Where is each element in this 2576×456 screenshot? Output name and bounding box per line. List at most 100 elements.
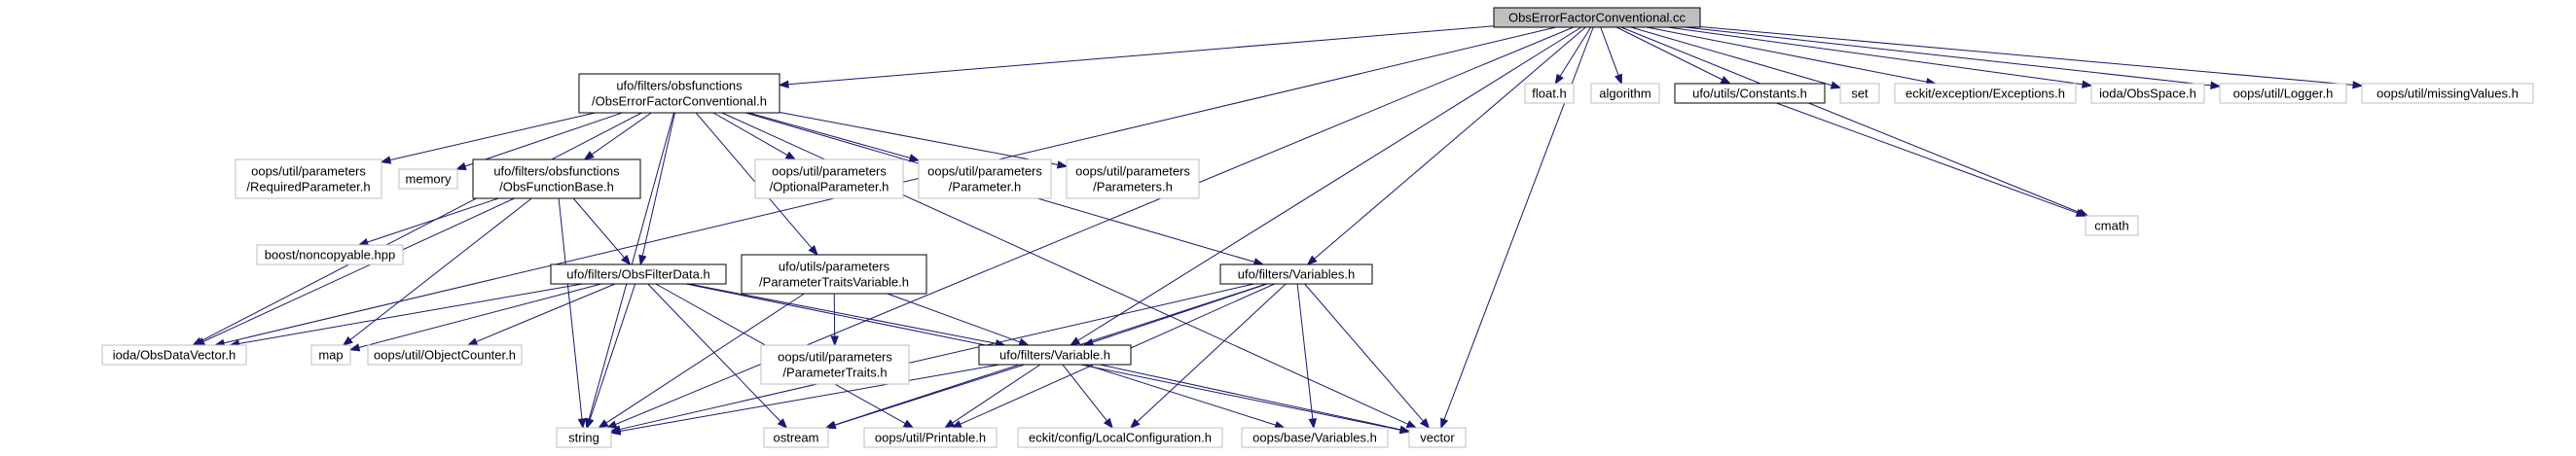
node-logger: oops/util/Logger.h xyxy=(2219,83,2347,104)
node-label: /OptionalParameter.h xyxy=(770,180,889,194)
node-variable[interactable]: ufo/filters/Variable.h xyxy=(978,344,1132,366)
node-box-basevars xyxy=(1241,427,1389,448)
node-box-ostream xyxy=(763,427,829,448)
node-label: oops/util/Printable.h xyxy=(875,431,986,445)
arrowhead-ofc_h-to-filterdata xyxy=(638,254,647,266)
node-noncopy: boost/noncopyable.hpp xyxy=(256,244,404,265)
node-params: oops/util/parameters/Parameters.h xyxy=(1066,158,1200,199)
arrowhead-root-to-algorithm xyxy=(1615,73,1622,86)
node-box-param xyxy=(918,158,1052,199)
node-label: map xyxy=(318,348,343,363)
node-label: oops/util/ObjectCounter.h xyxy=(374,348,516,363)
edge-filterdata-to-objcounter xyxy=(476,283,616,342)
node-box-string xyxy=(556,427,612,448)
node-funcbase[interactable]: ufo/filters/obsfunctions/ObsFunctionBase… xyxy=(472,158,641,199)
arrowhead-funcbase-to-string xyxy=(577,418,587,430)
arrowhead-root-to-missing xyxy=(2352,81,2364,89)
node-box-filterdata xyxy=(550,263,727,285)
node-vector: vector xyxy=(1408,427,1467,448)
node-label: boost/noncopyable.hpp xyxy=(265,248,395,263)
edge-variables-to-localconf xyxy=(1137,283,1287,423)
edge-root-to-variables xyxy=(1314,26,1586,260)
node-label: /ObsErrorFactorConventional.h xyxy=(592,94,767,109)
arrowhead-filterdata-to-string xyxy=(586,417,595,430)
node-label: oops/base/Variables.h xyxy=(1252,431,1377,445)
edge-root-to-set xyxy=(1630,26,1832,87)
edge-variable-to-vector xyxy=(1100,364,1401,431)
node-label: ufo/filters/obsfunctions xyxy=(493,164,620,179)
node-filterdata[interactable]: ufo/filters/ObsFilterData.h xyxy=(550,263,727,285)
node-box-map xyxy=(310,344,351,366)
arrowhead-variable-to-ostream xyxy=(824,421,837,430)
arrowhead-root-to-variable xyxy=(1069,336,1081,346)
arrowhead-ptv-to-string xyxy=(598,419,609,429)
edge-root-to-variable xyxy=(1077,26,1582,341)
node-param: oops/util/parameters/Parameter.h xyxy=(918,158,1052,199)
node-box-ofc_h xyxy=(578,73,780,114)
node-label: /ParameterTraitsVariable.h xyxy=(759,275,909,290)
arrowhead-ptv-to-variable xyxy=(1018,337,1030,346)
node-string: string xyxy=(556,427,612,448)
edge-root-to-ofc_h xyxy=(787,25,1495,86)
edge-constants-to-cmath xyxy=(1776,102,2078,214)
edge-root-to-missing xyxy=(1699,25,2354,86)
node-constants[interactable]: ufo/utils/Constants.h xyxy=(1674,83,1826,104)
node-box-logger xyxy=(2219,83,2347,104)
arrowhead-root-to-vector xyxy=(1440,417,1449,430)
node-label: set xyxy=(1851,87,1869,101)
node-label: /ObsFunctionBase.h xyxy=(499,180,614,194)
arrowhead-root-to-ofc_h xyxy=(778,80,789,88)
node-label: ufo/utils/parameters xyxy=(779,260,890,274)
arrowhead-ofc_h-to-vector xyxy=(1405,420,1418,429)
node-label: ufo/filters/ObsFilterData.h xyxy=(566,267,709,282)
arrowhead-ofc_h-to-params xyxy=(1056,160,1069,169)
node-ofc_h[interactable]: ufo/filters/obsfunctions/ObsErrorFactorC… xyxy=(578,73,780,114)
edge-root-to-floath xyxy=(1559,26,1592,77)
node-variables[interactable]: ufo/filters/Variables.h xyxy=(1219,263,1373,285)
node-label: memory xyxy=(406,172,452,187)
edge-root-to-exceptions xyxy=(1647,26,1928,83)
arrowhead-funcbase-to-noncopy xyxy=(357,237,370,246)
node-label: string xyxy=(568,431,599,445)
edge-ofc_h-to-filterdata xyxy=(641,112,675,257)
node-ostream: ostream xyxy=(763,427,829,448)
arrowhead-ofc_h-to-funcbase xyxy=(583,151,595,160)
edge-root-to-constants xyxy=(1615,26,1723,81)
node-root[interactable]: ObsErrorFactorConventional.cc xyxy=(1493,7,1701,28)
arrowhead-variable-to-printable xyxy=(943,419,956,429)
node-label: /Parameters.h xyxy=(1093,180,1173,194)
node-label: eckit/exception/Exceptions.h xyxy=(1905,87,2065,101)
arrowhead-ptv-to-ptraits xyxy=(830,335,839,347)
arrowhead-root-to-logger xyxy=(2210,81,2222,89)
node-ptv[interactable]: ufo/utils/parameters/ParameterTraitsVari… xyxy=(741,254,927,295)
node-box-printable xyxy=(863,427,998,448)
node-label: ufo/filters/Variables.h xyxy=(1238,267,1355,282)
arrowhead-filterdata-to-ostream xyxy=(777,418,788,429)
edge-variable-to-localconf xyxy=(1062,364,1107,422)
node-ptraits: oops/util/parameters/ParameterTraits.h xyxy=(760,344,910,385)
node-label: ostream xyxy=(774,431,819,445)
arrowhead-root-to-variables xyxy=(1306,255,1318,265)
edge-ofc_h-to-obsdatavec xyxy=(200,112,642,342)
arrowhead-ofc_h-to-memory xyxy=(455,161,467,170)
node-cmath: cmath xyxy=(2085,215,2139,236)
node-label: oops/util/parameters xyxy=(251,164,366,179)
node-basevars: oops/base/Variables.h xyxy=(1241,427,1389,448)
node-algorithm: algorithm xyxy=(1590,83,1660,104)
node-layer: ObsErrorFactorConventional.cc ufo/filters… xyxy=(101,7,2534,448)
edge-variables-to-string xyxy=(619,283,1254,431)
edge-variable-to-printable xyxy=(952,364,1041,424)
node-label: ufo/utils/Constants.h xyxy=(1692,87,1807,101)
node-label: oops/util/parameters xyxy=(778,350,892,365)
node-label: cmath xyxy=(2094,219,2128,233)
node-label: /RequiredParameter.h xyxy=(246,180,370,194)
node-box-objcounter xyxy=(367,344,523,366)
arrowhead-funcbase-to-map xyxy=(342,335,353,346)
arrowhead-variables-to-localconf xyxy=(1129,418,1141,429)
edge-ofc_h-to-params xyxy=(779,111,1059,165)
node-label: algorithm xyxy=(1599,87,1651,101)
node-label: vector xyxy=(1420,431,1455,445)
edge-variables-to-basevars xyxy=(1296,283,1314,420)
edge-variable-to-ostream xyxy=(834,364,1025,426)
node-box-ptv xyxy=(741,254,927,295)
